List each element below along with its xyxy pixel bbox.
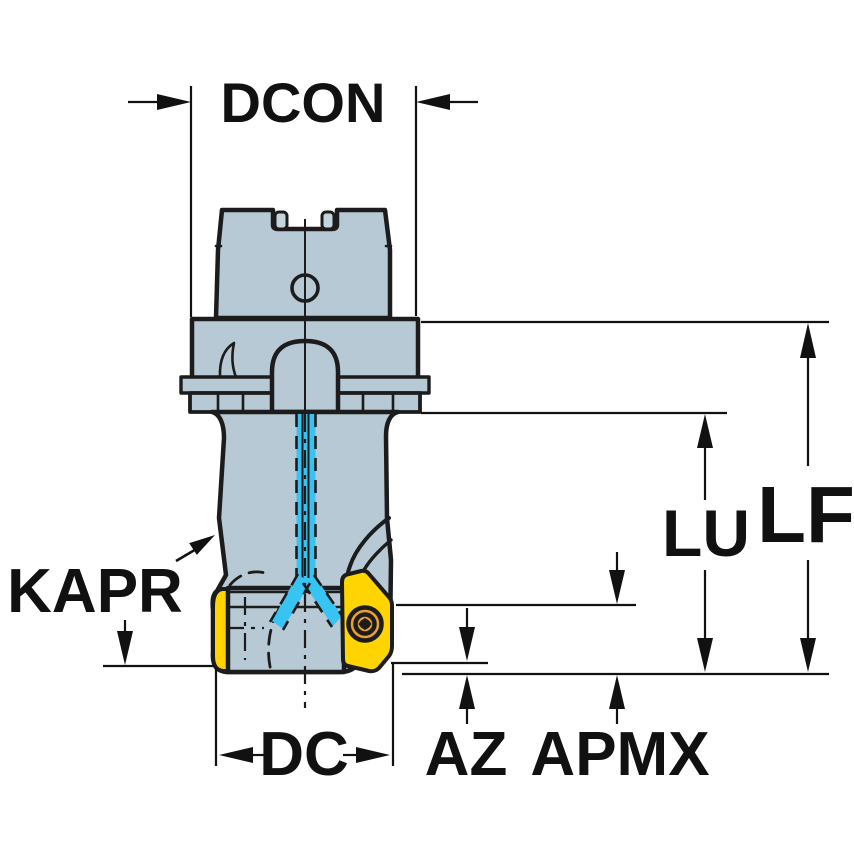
- coolant-branch-left: [272, 574, 310, 629]
- dim-lf: LF: [421, 320, 854, 672]
- shank-notch-tab-left: [273, 210, 289, 231]
- label-lf: LF: [757, 470, 854, 559]
- label-lu: LU: [662, 496, 750, 570]
- label-apmx: APMX: [530, 720, 709, 789]
- insert-screw-ring: [353, 612, 377, 636]
- insert-left-sliver: [211, 587, 231, 673]
- dim-left-tip: [103, 620, 215, 668]
- label-kapr: KAPR: [7, 557, 183, 626]
- tool-holder: [179, 207, 431, 708]
- dim-apmx: APMX: [530, 552, 710, 789]
- shank-notch-tab-right: [320, 210, 336, 231]
- flange-leaf-detail: [218, 341, 238, 379]
- dim-kapr: KAPR: [7, 535, 215, 626]
- pocket-crosshair: [226, 597, 264, 660]
- torx-screw-icon: [358, 618, 372, 630]
- coolant-branch-dash-4: [301, 582, 334, 628]
- insert-right: [340, 568, 394, 674]
- dim-dcon: DCON: [128, 71, 478, 317]
- coolant-branch-dash-2: [281, 582, 312, 631]
- coolant-branch-right: [303, 575, 342, 626]
- flange: [179, 316, 431, 415]
- coolant-channel: [268, 414, 345, 631]
- label-az: AZ: [425, 720, 508, 789]
- dim-lu: LU: [421, 411, 750, 672]
- coolant-branch-dash-3: [312, 574, 345, 618]
- coolant-branch-dash-1: [268, 573, 300, 623]
- flange-band-ticks: [216, 391, 395, 414]
- taper-shank: [213, 207, 393, 321]
- label-dcon: DCON: [221, 71, 386, 134]
- dim-dc: DC: [214, 663, 395, 789]
- label-dc: DC: [259, 720, 349, 789]
- dim-az: AZ: [425, 608, 508, 789]
- hidden-arc-top: [228, 570, 270, 587]
